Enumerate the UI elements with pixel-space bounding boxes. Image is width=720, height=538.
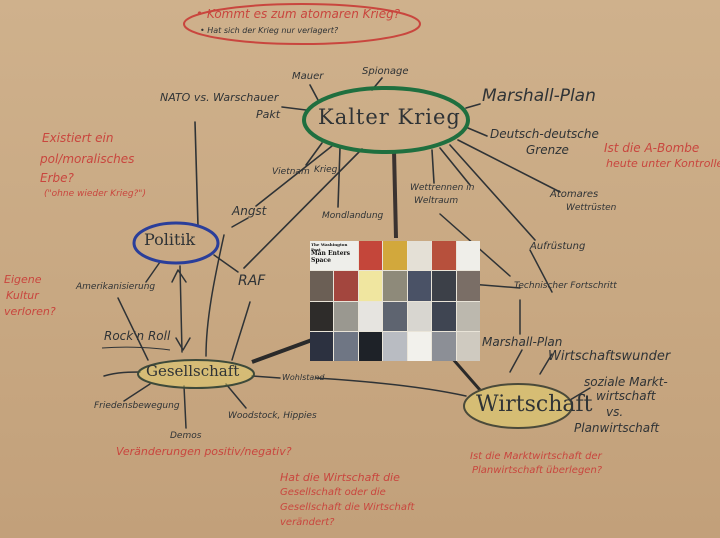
red-eigene-2: Kultur: [6, 289, 39, 302]
label-friedensbewegung: Friedensbewegung: [94, 401, 180, 411]
label-mauer: Mauer: [292, 71, 324, 82]
label-atomares-1: Atomares: [550, 189, 599, 200]
collage-headline-2: Man Enters Space: [311, 250, 351, 264]
collage-photo-crowd: [310, 271, 334, 301]
label-technischer-fortschritt: Technischer Fortschritt: [514, 281, 617, 291]
politik-label: Politik: [144, 230, 196, 249]
red-eigene-3: verloren?: [4, 305, 56, 318]
collage-photo-tank: [432, 301, 456, 331]
question-line-1: • Kommt es zum atomaren Krieg?: [196, 7, 401, 21]
wirtschaft-ellipse: [463, 383, 573, 429]
collage-headline-1: The Washington Post: [311, 242, 348, 252]
collage-photo-light: [407, 241, 432, 271]
red-hat-2: Gesellschaft oder die: [280, 487, 386, 498]
collage-photo-night: [358, 331, 383, 361]
collage-photo-paper: [407, 301, 432, 331]
trunk-line: [392, 149, 398, 239]
label-sozmarkt-4: Planwirtschaft: [574, 421, 660, 435]
collage-photo-city: [432, 331, 456, 361]
red-markt-1: Ist die Marktwirtschaft der: [470, 451, 602, 462]
red-hat-3: Gesellschaft die Wirtschaft: [280, 502, 415, 513]
label-marshall-low: Marshall-Plan: [482, 335, 563, 349]
collage-photo-white: [456, 241, 480, 271]
collage-photo-athlete: [432, 241, 456, 271]
red-abomb-2: heute unter Kontrolle?: [606, 157, 720, 170]
red-eigene-1: Eigene: [4, 273, 42, 286]
label-woodstock: Woodstock, Hippies: [228, 411, 317, 421]
collage-photo-space: [310, 331, 334, 361]
label-spionage: Spionage: [362, 66, 409, 77]
collage-photo-poster: [383, 241, 407, 271]
collage-photo-red-face: [358, 241, 383, 271]
gesellschaft-ellipse: [137, 359, 255, 389]
collage-photo-soldiers: [383, 301, 407, 331]
red-hat-4: verändert?: [280, 517, 335, 528]
label-rocknroll: Rock'n Roll: [104, 329, 171, 343]
question-bubble: [183, 3, 421, 45]
red-veraenderungen: Veränderungen positiv/negativ?: [116, 445, 292, 458]
collage-photo-flag: [358, 271, 383, 301]
label-vietnam-2: Krieg: [314, 165, 338, 175]
label-wettrennen-1: Wettrennen in: [410, 183, 475, 193]
label-wettrennen-2: Weltraum: [414, 196, 459, 206]
red-abomb-1: Ist die A-Bombe: [604, 141, 700, 155]
label-atomares-2: Wettrüsten: [566, 203, 617, 213]
collage-photo-statue: [358, 301, 383, 331]
collage-photo-wall: [334, 301, 358, 331]
question-line-2: • Hat sich der Krieg nur verlagert?: [200, 26, 339, 35]
collage-photo-meeting: [456, 271, 480, 301]
collage-photo-suit: [432, 271, 456, 301]
collage-newspaper: The Washington Post Man Enters Space: [310, 241, 358, 271]
red-existiert-4: ("ohne wieder Krieg?"): [44, 189, 146, 199]
kalter-krieg-ellipse: [302, 86, 470, 154]
label-wirtschaftswunder: Wirtschaftswunder: [548, 349, 671, 364]
label-dd-2: Grenze: [526, 143, 569, 157]
collage-wirtschaft-line: [450, 357, 482, 391]
collage-photo-group: [383, 271, 407, 301]
politik-ellipse: [132, 221, 220, 265]
red-markt-2: Planwirtschaft überlegen?: [472, 465, 603, 476]
label-sozmarkt-2: wirtschaft: [596, 389, 656, 403]
label-nato-1: NATO vs. Warschauer: [160, 91, 279, 104]
red-existiert-1: Existiert ein: [42, 131, 114, 145]
red-existiert-2: pol/moralisches: [40, 152, 135, 166]
collage-photo-sky: [383, 331, 407, 361]
collage-photo-rally: [334, 271, 358, 301]
wirtschaft-label: Wirtschaft: [476, 392, 593, 417]
collage-photo-dark: [310, 301, 334, 331]
kalter-krieg-branches: [194, 77, 561, 269]
red-existiert-3: Erbe?: [40, 171, 74, 185]
label-wohlstand: Wohlstand: [282, 373, 325, 382]
collage-photo-doc: [456, 331, 480, 361]
label-aufruestung: Aufrüstung: [530, 241, 586, 252]
collage-photo-rocket: [334, 331, 358, 361]
label-raf: RAF: [238, 273, 266, 289]
red-hat-1: Hat die Wirtschaft die: [280, 471, 400, 484]
label-sozmarkt-1: soziale Markt-: [584, 375, 668, 389]
label-sozmarkt-3: vs.: [606, 405, 624, 419]
label-demos: Demos: [170, 431, 202, 441]
label-mondlandung: Mondlandung: [322, 211, 384, 221]
label-vietnam-1: Vietnam: [272, 167, 310, 177]
gesellschaft-label: Gesellschaft: [146, 362, 240, 380]
collage-gesellschaft-line: [251, 338, 313, 364]
collage-photo-portrait: [456, 301, 480, 331]
label-nato-2: Pakt: [256, 108, 281, 121]
label-marshall-top: Marshall-Plan: [482, 86, 596, 106]
label-amerikanisierung: Amerikanisierung: [76, 282, 156, 292]
photo-collage: The Washington Post Man Enters Space: [310, 241, 480, 361]
collage-photo-blank: [407, 331, 432, 361]
collage-photo-leaders: [407, 271, 432, 301]
kalter-krieg-label: Kalter Krieg: [318, 105, 461, 129]
label-dd-1: Deutsch-deutsche: [490, 127, 599, 141]
label-angst: Angst: [232, 204, 267, 218]
